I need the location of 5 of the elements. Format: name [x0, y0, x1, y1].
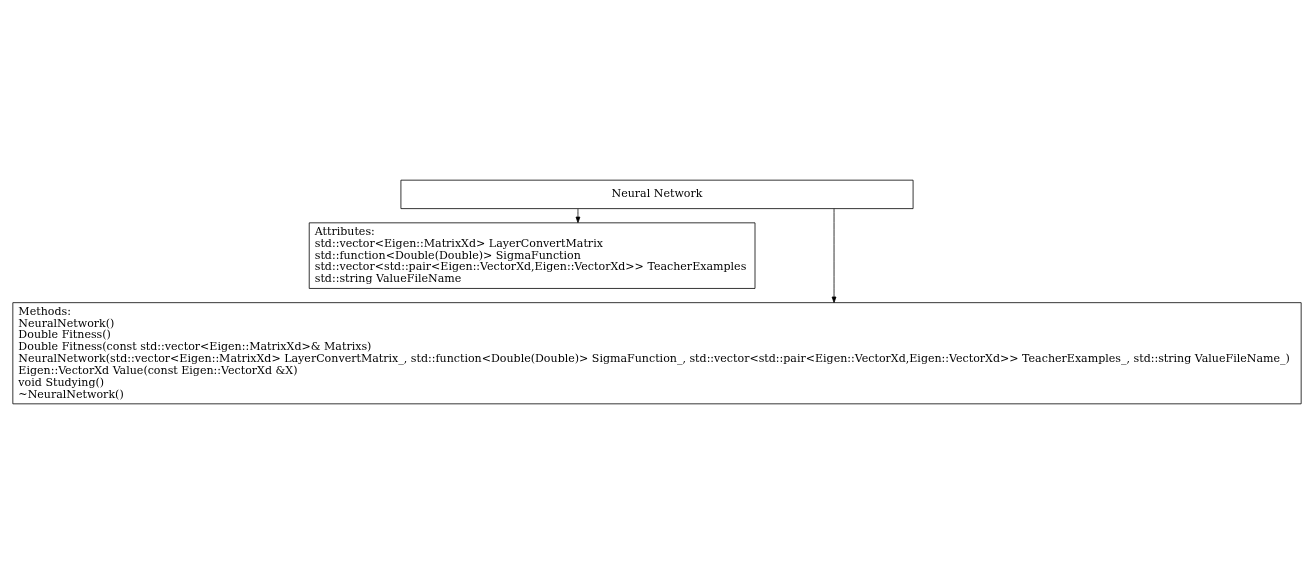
arrow — [831, 207, 837, 303]
arrow — [575, 208, 581, 223]
node-box: Attributes: std::vector<Eigen::MatrixXd> LayerConvertMatrix std::function<Double(Double)> SigmaFunction std::vector<std::pair<Eigen::VectorXd,Eigen::VectorXd>> TeacherExamples std::string ValueFileName — [308, 221, 756, 289]
node-box: Methods: NeuralNetwork() Double Fitness() Double Fitness(const std::vector<Eigen::MatrixXd>& Matrixs) NeuralNetwork(std::vector<Eigen::MatrixXd> LayerConvertMatrix_, std::function<Double(Double)> SigmaFunction_, std::vector<std::pair<Eigen::VectorXd,Eigen::VectorXd>> TeacherExamples_, std::string ValueFileName_) Eigen::VectorXd Value(const Eigen::VectorXd &X) void Studying() ~NeuralNetwork() — [12, 301, 1302, 404]
node-box: Neural Network — [400, 179, 914, 209]
